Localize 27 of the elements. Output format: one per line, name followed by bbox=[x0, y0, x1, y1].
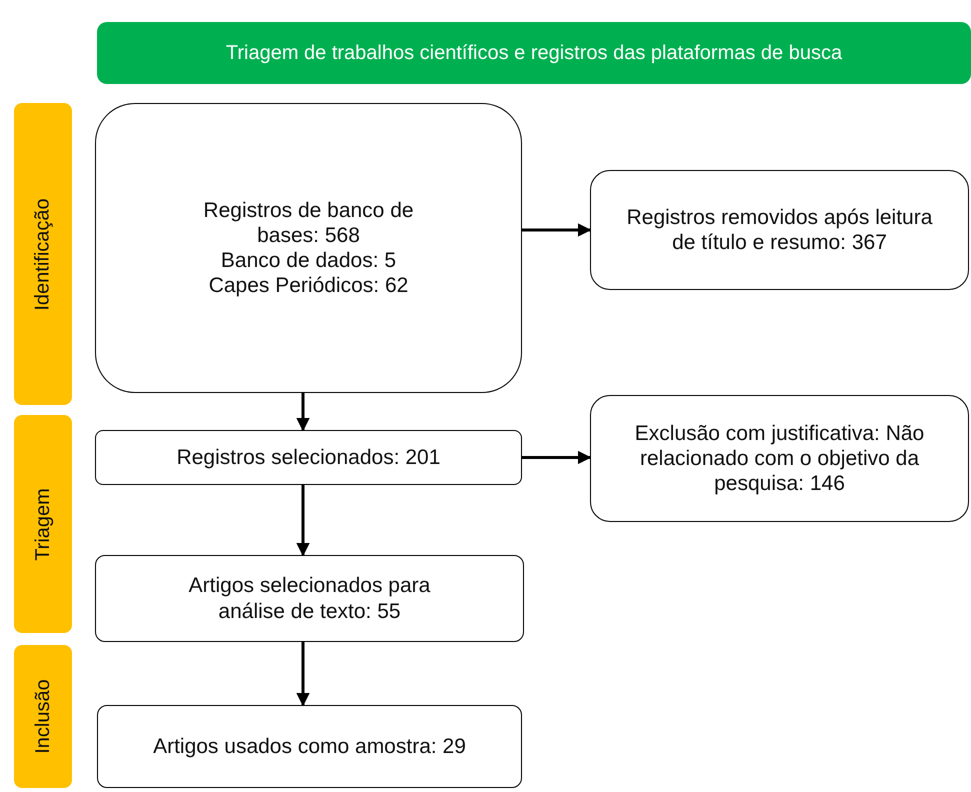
box-text: Registros de banco de bases: 568 bbox=[202, 198, 415, 248]
box-text: Registros removidos após leitura de título e resumo: 367 bbox=[626, 204, 934, 256]
arrow bbox=[296, 393, 310, 432]
arrow bbox=[522, 223, 592, 237]
process-box bbox=[590, 170, 969, 290]
process-box bbox=[97, 705, 522, 788]
box-text: Exclusão com justificativa: Não relacionado com o objetivo da pesquisa: 146 bbox=[634, 420, 926, 496]
stage-band bbox=[14, 645, 72, 788]
box-text: Artigos selecionados para análise de texto: 55 bbox=[188, 573, 432, 624]
title-text: Triagem de trabalhos científicos e registros das plataformas de busca bbox=[226, 42, 842, 64]
stage-label: Identificação bbox=[32, 198, 54, 310]
stage-label: Inclusão bbox=[32, 679, 54, 754]
arrow bbox=[296, 485, 310, 556]
process-box bbox=[95, 555, 524, 642]
process-box bbox=[590, 395, 969, 522]
title-banner bbox=[97, 22, 971, 84]
box-text: Registros selecionados: 201 bbox=[176, 444, 440, 470]
stage-band bbox=[14, 415, 72, 633]
arrow bbox=[296, 642, 310, 706]
box-text: Capes Periódicos: 62 bbox=[208, 273, 408, 298]
arrow bbox=[522, 450, 592, 464]
box-text: Banco de dados: 5 bbox=[220, 248, 396, 274]
box-text: Artigos usados como amostra: 29 bbox=[153, 734, 466, 760]
process-box bbox=[95, 103, 522, 393]
stage-band bbox=[14, 103, 72, 405]
process-box bbox=[95, 430, 522, 485]
stage-label: Triagem bbox=[32, 488, 54, 560]
